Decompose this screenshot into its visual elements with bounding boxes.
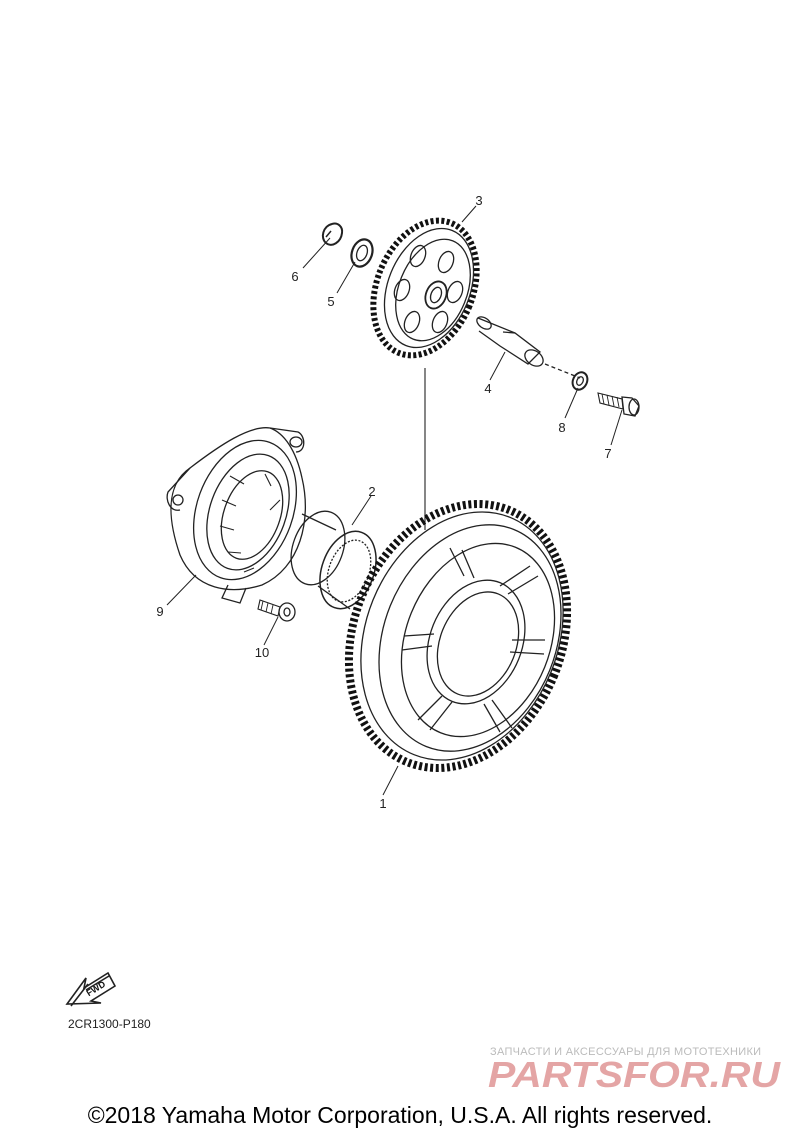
fwd-arrow-icon xyxy=(65,971,117,1007)
washer-part-5 xyxy=(350,238,374,268)
callout-8: 8 xyxy=(558,420,565,435)
callout-5: 5 xyxy=(327,294,334,309)
callout-3: 3 xyxy=(475,193,482,208)
circlip-part-6 xyxy=(321,222,344,246)
watermark-tagline: ЗАПЧАСТИ И АКСЕССУАРЫ ДЛЯ МОТОТЕХНИКИ xyxy=(490,1046,762,1058)
copyright-notice: ©2018 Yamaha Motor Corporation, U.S.A. A… xyxy=(87,1102,713,1128)
watermark-logo: PARTSFOR.RU xyxy=(488,1054,781,1095)
diagram-code: 2CR1300-P180 xyxy=(68,1017,151,1031)
bolt-part-7 xyxy=(597,392,640,417)
callout-4: 4 xyxy=(484,381,491,396)
bearing-part-2 xyxy=(290,510,377,610)
callout-7: 7 xyxy=(604,446,611,461)
callout-10: 10 xyxy=(255,645,269,660)
fwd-label: FWD xyxy=(84,979,107,999)
callout-2: 2 xyxy=(368,484,375,499)
callout-1: 1 xyxy=(379,796,386,811)
shaft-part-4 xyxy=(476,316,581,379)
callout-9: 9 xyxy=(156,604,163,619)
bolt-part-10 xyxy=(257,599,296,622)
starter-wheel-gear-part-1 xyxy=(344,500,572,772)
washer-part-8 xyxy=(571,371,589,391)
idle-gear-part-3 xyxy=(370,217,480,359)
starter-clutch-part-9 xyxy=(166,427,306,604)
leader-lines xyxy=(166,205,623,796)
callout-6: 6 xyxy=(291,269,298,284)
